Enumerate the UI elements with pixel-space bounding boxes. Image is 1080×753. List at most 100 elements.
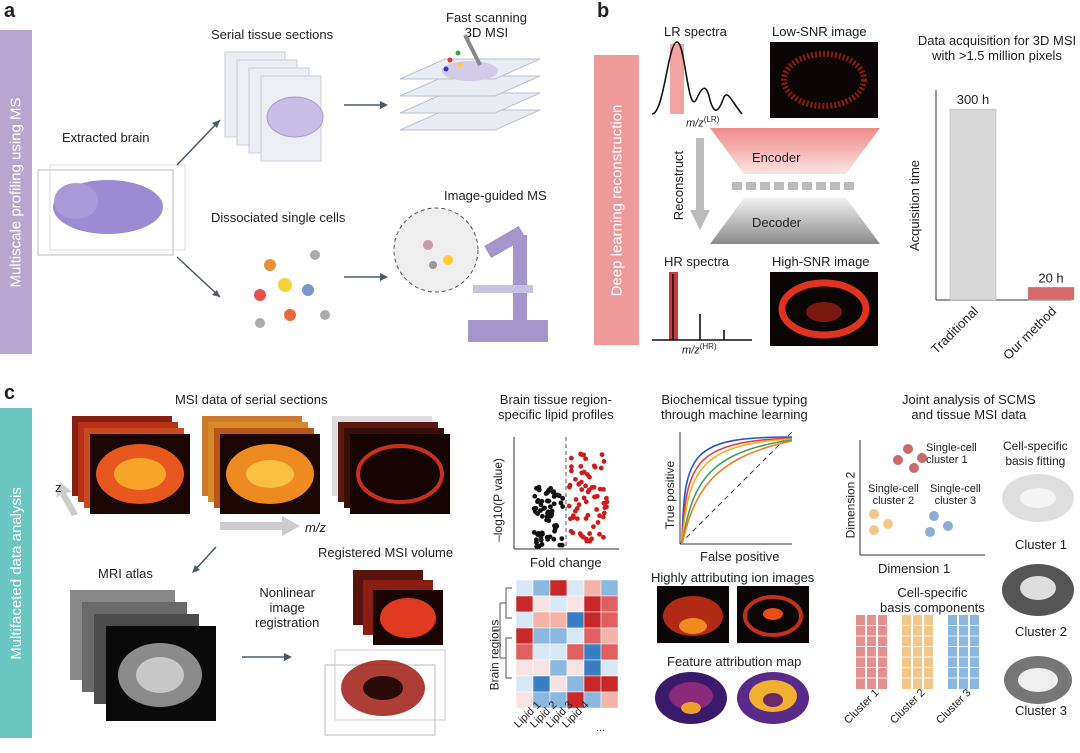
false-positive-label: False positive	[700, 549, 780, 564]
heatmap-cell	[515, 627, 534, 645]
hr-spectra-label: HR spectra	[664, 254, 730, 269]
panel-letter-a: a	[4, 0, 16, 22]
lipid-label-more: ...	[596, 722, 606, 734]
volcano-point	[557, 542, 563, 548]
sc-cluster1-label: Single-cell cluster 1	[926, 442, 977, 466]
chart-ylabel-text: Acquisition time	[907, 159, 923, 251]
volcano-point	[599, 452, 605, 458]
bar-2	[1027, 287, 1075, 301]
brain-regions-label: Brain regions	[484, 610, 504, 700]
volcano-point	[594, 507, 600, 512]
ion-image-2	[737, 586, 809, 643]
volcano-point	[566, 503, 572, 509]
basis-component-column	[913, 615, 922, 689]
decoder-label: Decoder	[752, 215, 802, 230]
chart-title: Data acquisition for 3D MSI with >1.5 mi…	[917, 33, 1077, 63]
volcano-point	[579, 487, 585, 492]
low-snr-image	[770, 42, 878, 118]
heatmap-cell	[515, 579, 534, 597]
dimension2-text: Dimension 2	[843, 471, 858, 539]
heatmap-cell	[600, 595, 619, 613]
volcano-point	[546, 487, 552, 493]
basis-component-column	[970, 615, 979, 689]
heatmap-cell	[532, 627, 551, 645]
volcano-point	[551, 536, 557, 542]
registered-volume-illustration	[324, 570, 446, 736]
pvalue-axis-text: –log10(P value)	[491, 458, 505, 542]
volcano-point	[539, 541, 545, 547]
heatmap-cell	[583, 659, 602, 677]
arrow-to-cells	[176, 256, 221, 298]
heatmap-cell	[532, 675, 551, 693]
panel-letter-b: b	[597, 0, 610, 22]
volcano-point	[550, 489, 556, 495]
volcano-point	[585, 489, 591, 495]
cluster-fitting-images	[1002, 474, 1074, 704]
heatmap-cell	[566, 579, 585, 597]
lipid-profiles-title: Brain tissue region- specific lipid prof…	[498, 392, 614, 422]
basis-component-column	[878, 615, 887, 689]
roc-plot	[679, 431, 793, 545]
heatmap-cell	[532, 579, 551, 597]
lr-spectra-plot	[651, 41, 743, 115]
heatmap-cell	[583, 579, 602, 597]
bar-label-2: 20 h	[1038, 270, 1063, 285]
heatmap-cell	[515, 659, 534, 677]
volcano-point	[595, 520, 601, 525]
mz-axis-label: m/z	[305, 520, 326, 535]
multiscale-label-text: Multiscale profiling using MS	[7, 96, 25, 288]
heatmap-cell	[566, 675, 585, 693]
volcano-point	[535, 498, 541, 503]
hr-spectra-plot	[652, 272, 752, 341]
reconstruct-label: Reconstruct	[670, 140, 688, 230]
volcano-point	[600, 514, 606, 520]
arrow-to-mri	[192, 546, 217, 573]
basis-component-column	[924, 615, 933, 689]
heatmap-cell	[549, 595, 568, 613]
volcano-point	[538, 508, 543, 514]
heatmap-cell	[515, 675, 534, 693]
basis-components-bars	[856, 615, 979, 689]
heatmap-cell	[566, 595, 585, 613]
lr-spectra-label: LR spectra	[664, 24, 727, 39]
volcano-point	[570, 513, 576, 519]
volcano-point	[601, 500, 607, 506]
volcano-point	[589, 536, 594, 542]
single-cells-illustration	[254, 250, 330, 328]
volcano-point	[545, 509, 551, 515]
cluster-bottom-label-1: Cluster 1	[842, 686, 882, 727]
msi-serial-label: MSI data of serial sections	[175, 392, 328, 407]
basis-component-column	[959, 615, 968, 689]
heatmap-cell	[532, 611, 551, 629]
nonlinear-registration-label: Nonlinear image registration	[255, 585, 320, 630]
heatmap-cell	[600, 627, 619, 645]
encoder-label: Encoder	[752, 150, 801, 165]
volcano-point	[603, 495, 609, 501]
volcano-point	[583, 499, 589, 505]
high-snr-image	[770, 272, 878, 346]
mri-atlas-illustration	[70, 590, 216, 721]
volcano-point	[604, 504, 609, 510]
fast-scanning-label: Fast scanning 3D MSI	[446, 10, 527, 40]
extracted-brain-illustration	[37, 164, 186, 256]
volcano-point	[539, 530, 545, 536]
heatmap-cell	[515, 643, 534, 661]
latent-layer	[732, 182, 858, 190]
volcano-point	[597, 486, 603, 492]
category-label-1: Traditional	[928, 303, 981, 356]
volcano-point	[552, 526, 558, 532]
arrow-to-microscope	[344, 273, 388, 281]
heatmap	[494, 579, 619, 709]
volcano-point	[558, 500, 564, 506]
volcano-point	[601, 510, 607, 516]
category-label-2: Our method	[1000, 304, 1059, 363]
cluster-bottom-labels: Cluster 1 Cluster 2 Cluster 3	[842, 687, 992, 738]
biochem-title: Biochemical tissue typing through machin…	[661, 392, 808, 422]
dimension1-label: Dimension 1	[878, 561, 951, 576]
volcano-point	[533, 505, 539, 511]
volcano-point	[531, 529, 537, 535]
reconstruct-arrow	[690, 138, 710, 230]
reconstruct-text: Reconstruct	[671, 150, 687, 220]
volcano-point	[574, 506, 580, 511]
